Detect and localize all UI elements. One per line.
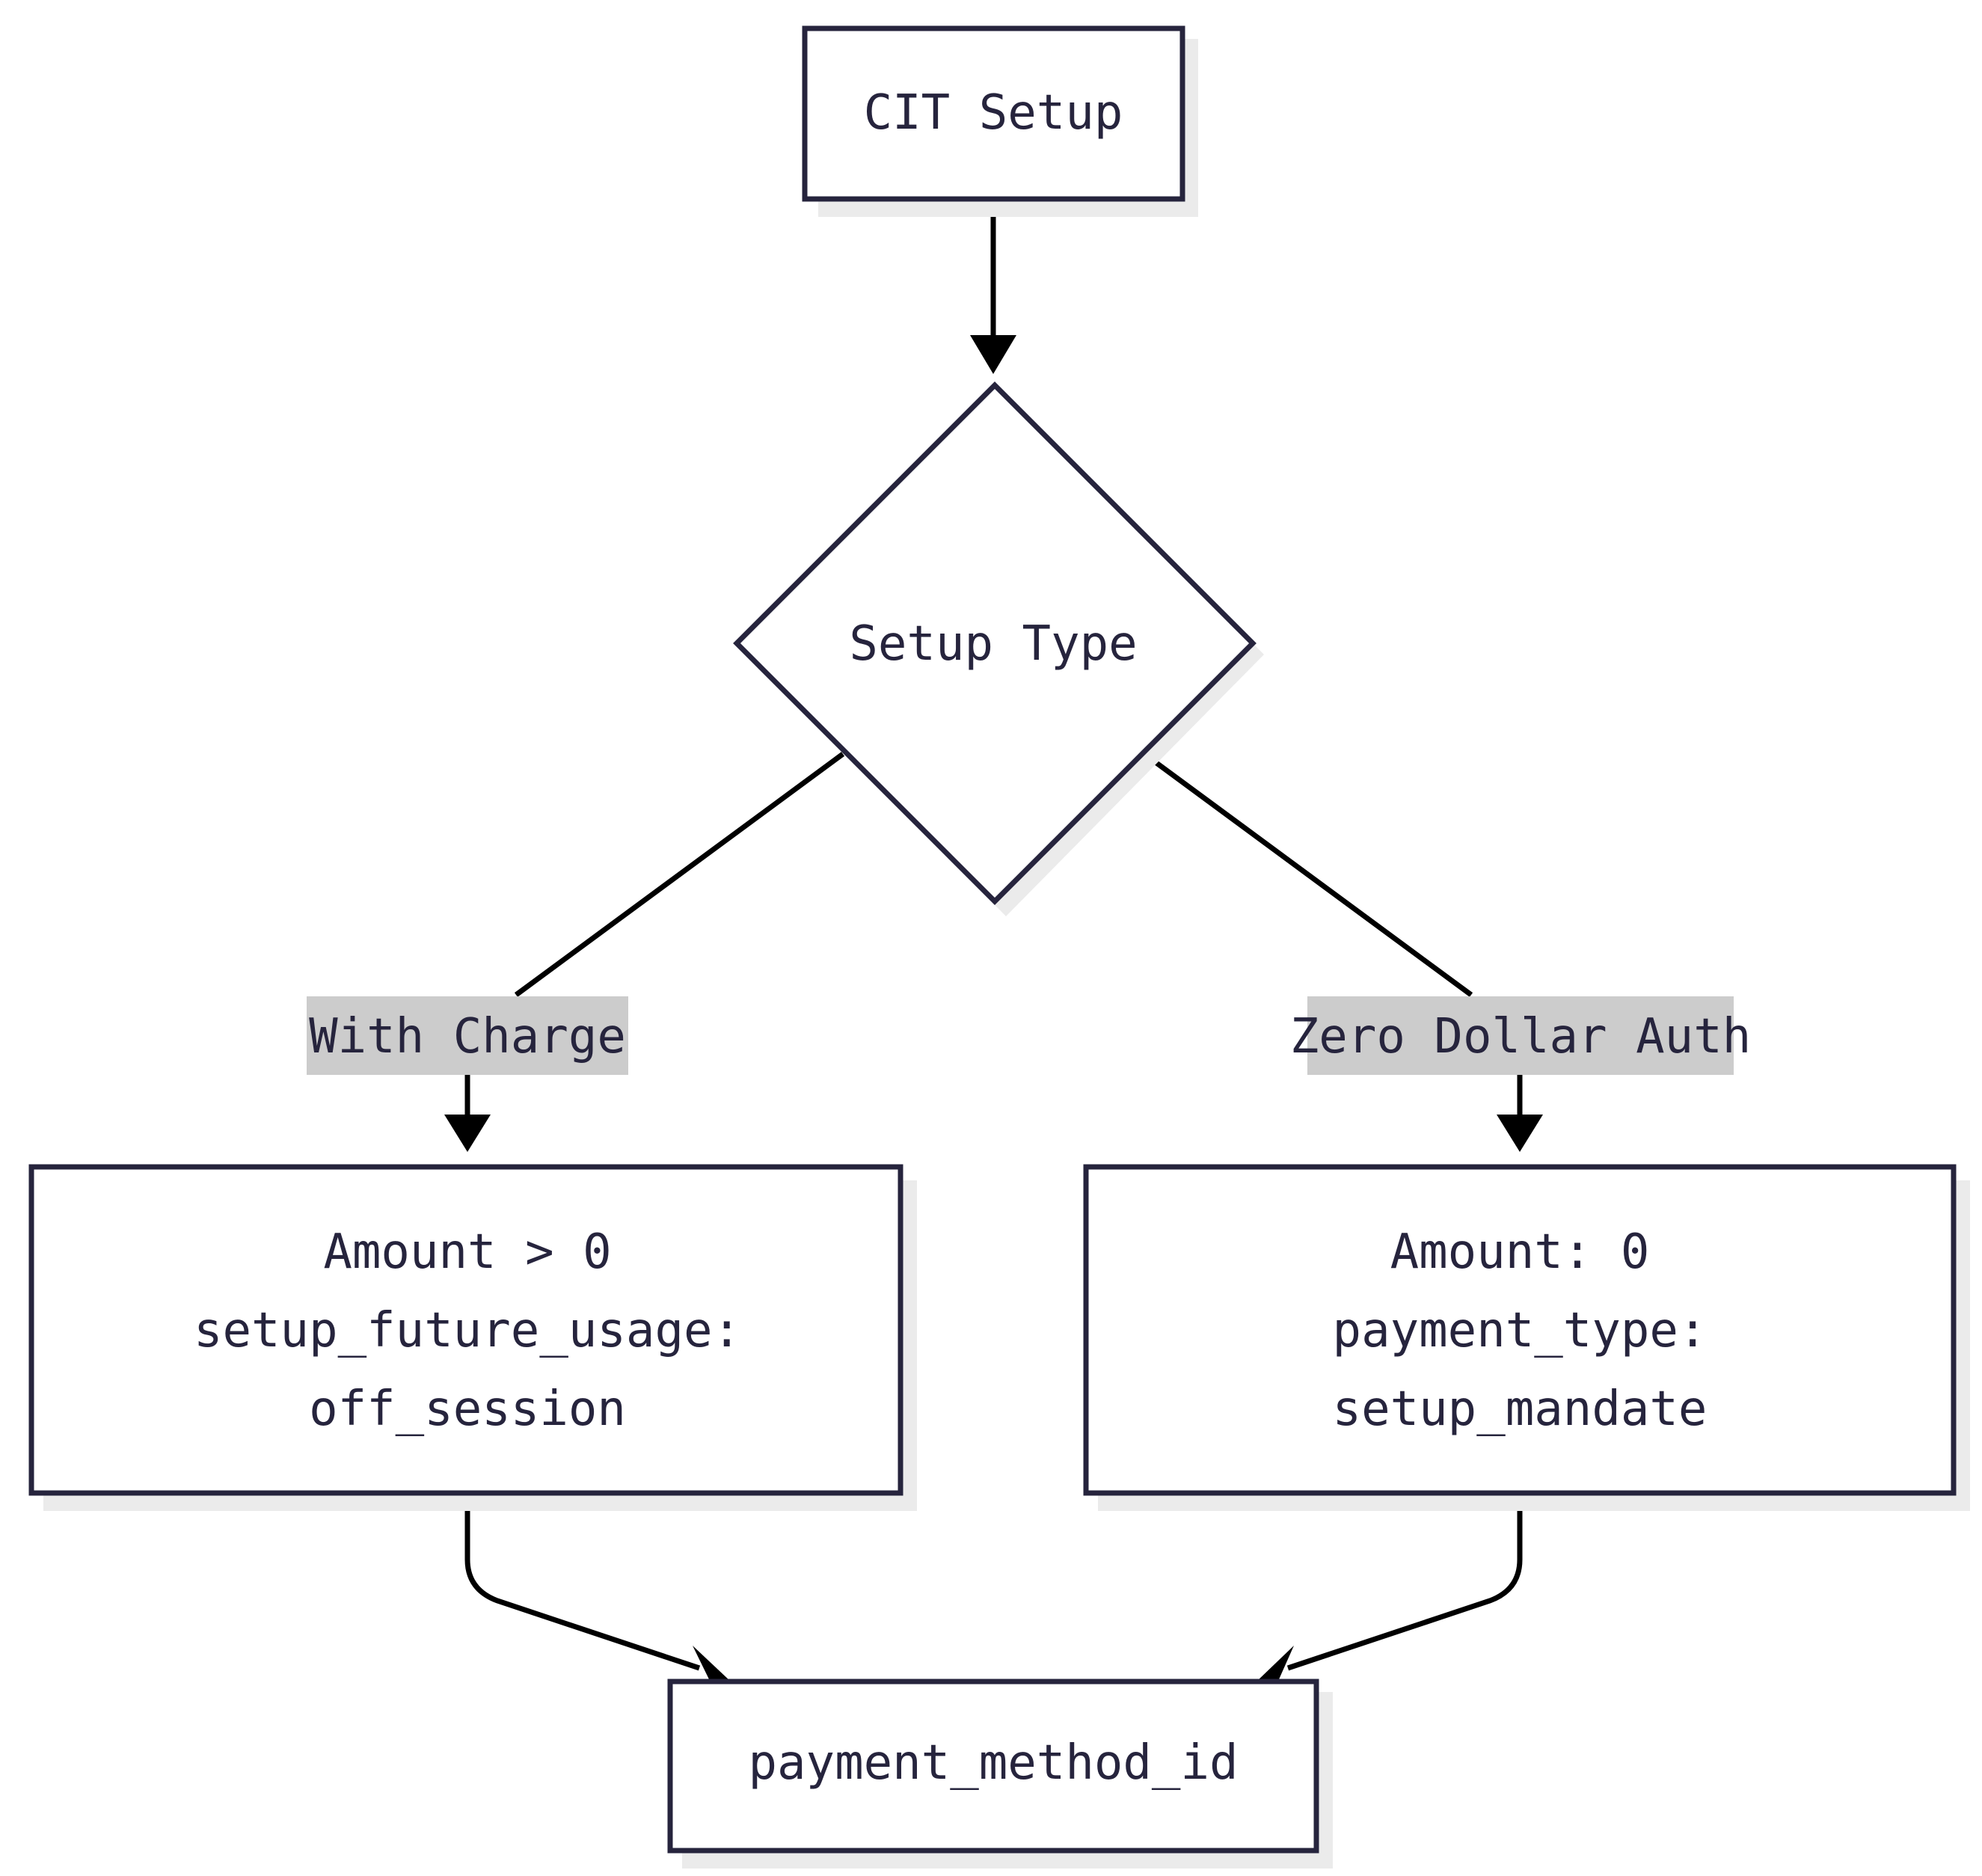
node-cit-setup: CIT Setup [802, 25, 1198, 217]
node-payment-method-id: payment_method_id [667, 1679, 1333, 1869]
edge-label-with-charge: With Charge [307, 996, 628, 1075]
edge-setup-type-to-with-charge [444, 752, 845, 1152]
node-zero-dollar-auth: Amount: 0 payment_type: setup_mandate [1083, 1164, 1970, 1511]
node-setup-type: Setup Type [733, 381, 1264, 916]
arrowhead-icon [1497, 1115, 1543, 1152]
edge-with-charge-to-payment-method [464, 1496, 731, 1682]
with-charge-line-2: setup_future_usage: [194, 1303, 741, 1358]
edge-zero-dollar-to-payment-method [1257, 1496, 1523, 1682]
node-payment-method-id-label: payment_method_id [748, 1735, 1238, 1791]
arrowhead-icon [970, 335, 1016, 374]
node-cit-setup-label: CIT Setup [864, 85, 1123, 141]
edge-cit-to-setup-type [970, 200, 1016, 374]
with-charge-line-1: Amount > 0 [323, 1224, 611, 1280]
zero-dollar-line-1: Amount: 0 [1390, 1224, 1650, 1280]
arrowhead-icon [444, 1115, 491, 1152]
edge-label-zero-dollar-auth-text: Zero Dollar Auth [1290, 1009, 1752, 1064]
zero-dollar-line-2: payment_type: [1333, 1303, 1708, 1358]
with-charge-line-3: off_session [309, 1382, 626, 1437]
zero-dollar-line-3: setup_mandate [1333, 1382, 1708, 1437]
node-with-charge: Amount > 0 setup_future_usage: off_sessi… [28, 1164, 917, 1511]
node-setup-type-label: Setup Type [849, 616, 1137, 672]
edge-label-zero-dollar-auth: Zero Dollar Auth [1290, 996, 1752, 1075]
arrowhead-icon [693, 1646, 731, 1682]
arrowhead-icon [1257, 1646, 1294, 1682]
edge-label-with-charge-text: With Charge [309, 1009, 626, 1064]
edge-setup-type-to-zero-dollar [1142, 752, 1543, 1152]
